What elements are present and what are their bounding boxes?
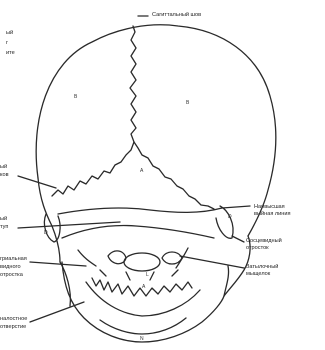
left-condyle [108,251,126,264]
mark-n: N [140,336,144,342]
highest-nuchal-line [58,208,222,214]
label-highest-nuchal-line: Наивысшая выйная линия [254,204,291,217]
right-mastoid [216,206,233,238]
label-left-cut-1: ый [6,30,13,37]
label-occipital-condyle: Затылочный мыщелок [246,264,278,277]
leader-highest-nuchal [222,206,250,208]
right-condyle [162,252,182,264]
leader-mastoid [232,236,244,242]
label-sagittal-suture: Сагиттальный шов [152,12,201,19]
label-left-cut-8: гриальная [0,256,27,263]
label-mastoid-process: Сосцевидный отросток [246,238,282,251]
label-left-cut-11: налостное [0,316,27,323]
label-mastoid-process-2: отросток [246,245,282,252]
cranium-outline [36,25,276,236]
mark-l: L [146,272,149,278]
label-left-cut-10: отростка [0,272,23,279]
mark-b-right: B [186,100,189,106]
mark-a: A [140,168,143,174]
sagittal-suture-line [130,26,136,142]
mark-d-left: D [44,230,48,236]
mark-a-lower: A [142,284,145,290]
occipital-base [62,226,214,239]
label-left-cut-9: видного [0,264,21,271]
label-highest-nuchal-line-1: Наивысшая [254,204,291,211]
lambdoid-suture [52,142,214,209]
label-left-cut-2: г [6,40,8,47]
label-left-cut-6: ый [0,216,7,223]
label-left-cut-12: отверстие [0,324,26,331]
mandible-outline [62,262,224,342]
mark-d-right: D [228,214,232,220]
label-occipital-condyle-2: мыщелок [246,271,278,278]
foramen-magnum [124,253,160,271]
leader-left-4 [30,302,84,322]
label-left-cut-5: ков [0,172,9,179]
label-left-cut-4: ый [0,164,7,171]
leader-condyle [180,256,244,268]
label-mastoid-process-1: Сосцевидный [246,238,282,245]
label-left-cut-3: ите [6,50,15,57]
jaw-shadow [100,318,186,334]
label-occipital-condyle-1: Затылочный [246,264,278,271]
label-highest-nuchal-line-2: выйная линия [254,211,291,218]
label-left-cut-7: туп [0,224,8,231]
leader-left-3 [30,262,86,266]
leader-left-1 [18,176,56,188]
mark-b-left: B [74,94,77,100]
